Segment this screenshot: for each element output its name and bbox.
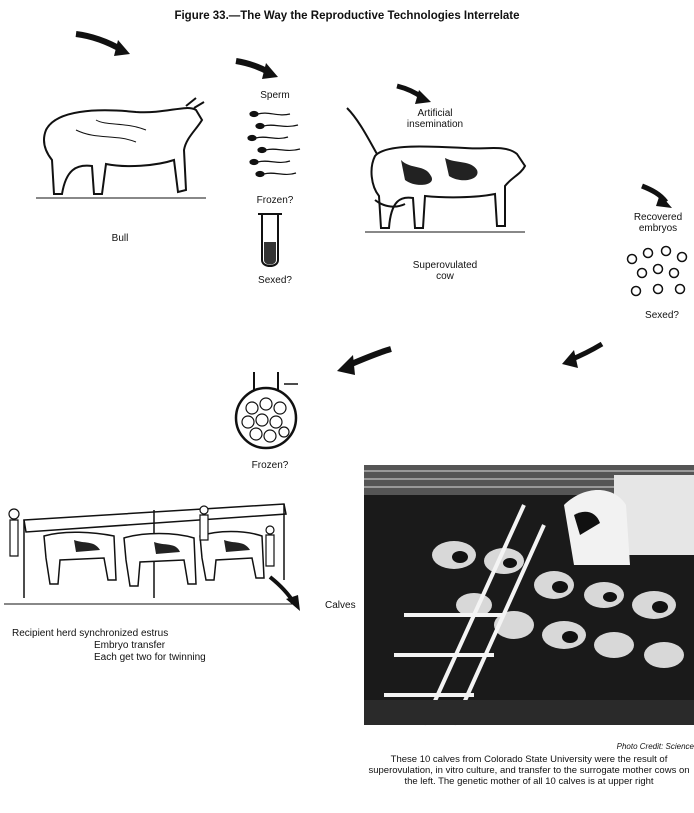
recipient-line-1: Recipient herd synchronized estrus (12, 628, 282, 639)
embryos-sexed-label: Sexed? (630, 310, 694, 321)
figure-title: Figure 33.—The Way the Reproductive Tech… (0, 10, 694, 22)
recovered-embryos-label: Recovered embryos (622, 212, 694, 234)
recipient-line-2: Embryo transfer (94, 640, 294, 651)
photo-credit: Photo Credit: Science (540, 742, 694, 751)
recipient-herd-illustration (4, 480, 294, 610)
arrow-icon (560, 340, 610, 370)
superovulated-cow-label: Superovulated cow (405, 260, 485, 282)
flask-icon (228, 370, 308, 452)
arrow-icon (335, 345, 395, 375)
sperm-frozen-label: Frozen? (240, 195, 310, 206)
embryo-cells (622, 245, 692, 305)
sperm-label: Sperm (245, 90, 305, 101)
test-tube-icon (258, 212, 284, 272)
cow-illustration (345, 100, 530, 240)
sperm-sexed-label: Sexed? (240, 275, 310, 286)
sperm-cells (246, 108, 306, 188)
calves-photo (364, 465, 694, 725)
photo-caption: These 10 calves from Colorado State Univ… (368, 754, 690, 787)
bull-label: Bull (90, 233, 150, 244)
arrow-icon (72, 28, 132, 58)
recipient-line-3: Each get two for twinning (94, 652, 294, 663)
arrow-icon (640, 182, 680, 212)
arrow-icon (232, 55, 282, 85)
bull-illustration (36, 90, 206, 210)
flask-frozen-label: Frozen? (235, 460, 305, 471)
